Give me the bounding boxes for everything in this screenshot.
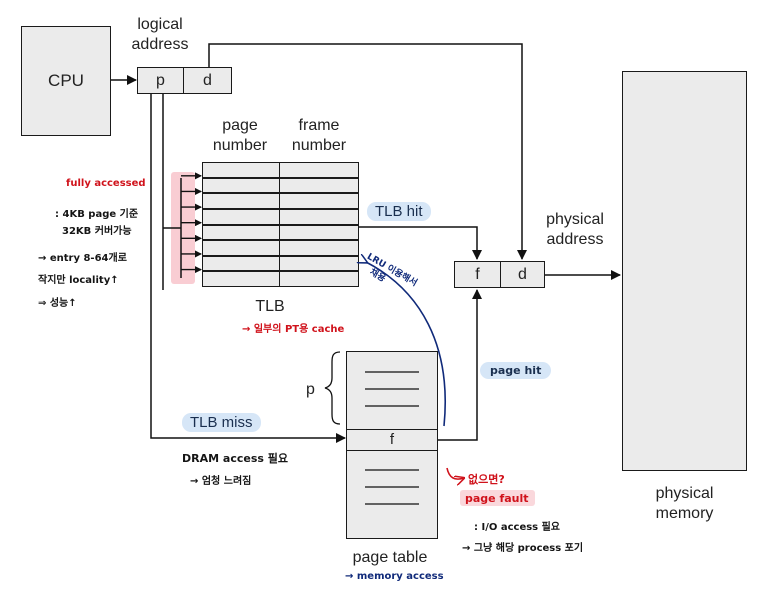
tlb-header-page: page number <box>205 116 275 156</box>
tlb-header-frame: frame number <box>280 116 358 156</box>
physical-memory-line1: physical <box>655 485 714 502</box>
tlb-row <box>202 240 359 256</box>
page-hit-text: page hit <box>490 364 542 377</box>
fault-pink-highlight <box>460 490 535 506</box>
cpu-box <box>21 26 111 136</box>
physical-f-label: f <box>475 266 480 283</box>
left-note-line5: ⇒ 성능↑ <box>38 298 77 309</box>
fault-note-title: page fault <box>465 492 529 505</box>
dram-note-line1: DRAM access 필요 <box>182 452 288 465</box>
page-table-p-label: p <box>306 381 315 398</box>
physical-d-cell <box>500 261 545 288</box>
page-table-f-row <box>346 429 438 451</box>
tlb-hit-label: TLB hit <box>367 202 431 221</box>
logical-p-label: p <box>156 72 165 89</box>
tlb-note: → 일부의 PT용 cache <box>242 324 345 335</box>
tlb-row <box>202 271 359 287</box>
left-note-line4: 작지만 locality↑ <box>38 275 119 286</box>
tlb-label: TLB <box>255 298 285 315</box>
tlb-header-page-line2: number <box>212 137 268 154</box>
physical-address-title: physical address <box>535 210 615 250</box>
physical-address-line1: physical <box>546 211 604 228</box>
logical-d-cell <box>183 67 232 94</box>
tlb-row <box>202 208 359 225</box>
page-table-p-brace <box>324 351 341 425</box>
physical-d-label: d <box>518 266 527 283</box>
fault-note-line2: → 그냥 해당 process 포기 <box>462 543 584 554</box>
tlb-row <box>202 177 359 194</box>
page-hit-label: page hit <box>480 362 552 379</box>
arrow-d-to-physical-d <box>208 43 527 260</box>
physical-address-line2: address <box>546 231 604 248</box>
left-note-line2: 32KB 커버가능 <box>62 226 132 237</box>
fault-note-question: 없으면? <box>468 473 505 486</box>
left-note-line1: : 4KB page 기준 <box>55 209 139 220</box>
physical-memory-box <box>622 71 747 471</box>
lru-curved-arrow <box>366 262 446 427</box>
logical-d-label: d <box>203 72 212 89</box>
fault-red-arrow <box>446 467 464 479</box>
tlb-miss-label: TLB miss <box>182 413 261 432</box>
page-table-label: page table <box>352 549 428 566</box>
page-table-f-label: f <box>389 431 395 448</box>
logical-address-title: logical address <box>130 15 190 55</box>
left-note-title: fully accessed <box>66 178 146 189</box>
tlb-header-frame-line2: number <box>291 137 347 154</box>
physical-memory-label: physical memory <box>622 484 747 524</box>
tlb-header-page-line1: page <box>222 117 258 134</box>
arrow-tlb-hit <box>359 226 482 260</box>
arrow-page-table-to-physical-f <box>438 289 482 441</box>
tlb-row <box>202 224 359 241</box>
tlb-header-frame-line1: frame <box>298 117 340 134</box>
logical-title-line2: address <box>131 36 189 53</box>
arrow-p-to-page-table <box>150 94 346 443</box>
dram-note-line2: → 엄청 느려짐 <box>190 476 252 487</box>
logical-title-line1: logical <box>137 16 183 33</box>
left-note-line3: → entry 8-64개로 <box>38 253 127 264</box>
cpu-label: CPU <box>48 71 84 90</box>
physical-memory-line2: memory <box>655 505 714 522</box>
tlb-column-divider <box>279 162 280 287</box>
physical-f-cell <box>454 261 501 288</box>
page-table-note: → memory access <box>345 571 444 582</box>
fault-note-line1: : I/O access 필요 <box>474 522 561 533</box>
tlb-row <box>202 193 359 209</box>
tlb-row <box>202 162 359 178</box>
